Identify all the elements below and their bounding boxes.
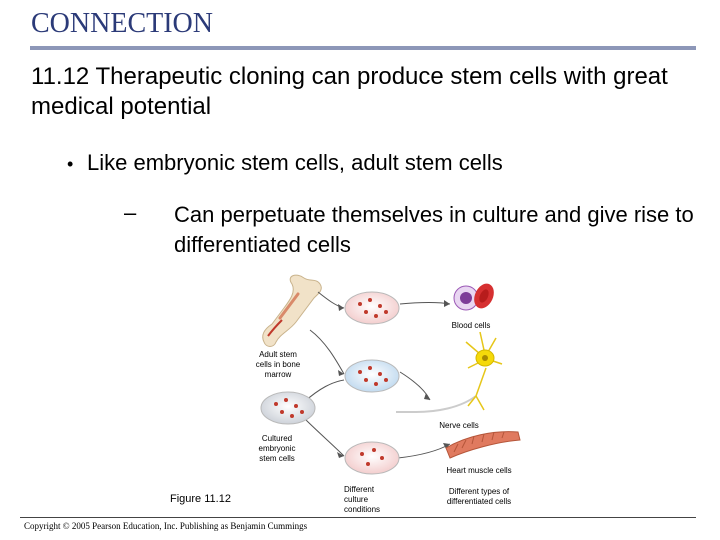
label-culture-conditions: Different culture conditions	[344, 485, 381, 514]
label-differentiated-types: Different types of differentiated cells	[446, 487, 512, 506]
blood-cells-illustration	[453, 283, 494, 311]
sub-bullet-text: Can perpetuate themselves in culture and…	[174, 202, 694, 257]
bone-marrow-illustration	[262, 274, 322, 347]
bullet-text: Like embryonic stem cells, adult stem ce…	[87, 150, 503, 175]
label-heart-muscle-cells: Heart muscle cells	[446, 466, 512, 475]
header-rule	[30, 46, 696, 50]
culture-dish-middle	[344, 359, 400, 393]
label-nerve-cells: Nerve cells	[439, 421, 479, 430]
sub-bullet-dash: –	[124, 200, 137, 225]
culture-dish-embryonic	[260, 391, 316, 425]
bullet-dot-icon: •	[67, 154, 74, 174]
nerve-cell-illustration	[396, 331, 503, 413]
label-cultured-cells: Cultured embryonic stem cells	[258, 434, 296, 463]
heart-muscle-illustration	[445, 431, 521, 459]
section-header: CONNECTION	[31, 8, 213, 39]
culture-dish-top	[344, 291, 400, 325]
copyright-notice: Copyright © 2005 Pearson Education, Inc.…	[24, 521, 308, 531]
footer-rule	[20, 517, 696, 518]
slide-title: 11.12 Therapeutic cloning can produce st…	[31, 63, 668, 120]
culture-dish-bottom	[344, 441, 400, 475]
bullet-item: • Like embryonic stem cells, adult stem c…	[67, 150, 503, 176]
figure-caption: Figure 11.12	[170, 493, 231, 505]
label-adult-stem-cells: Adult stem cells in bone marrow	[255, 350, 301, 379]
stem-cell-figure	[260, 274, 521, 475]
label-blood-cells: Blood cells	[451, 321, 491, 330]
